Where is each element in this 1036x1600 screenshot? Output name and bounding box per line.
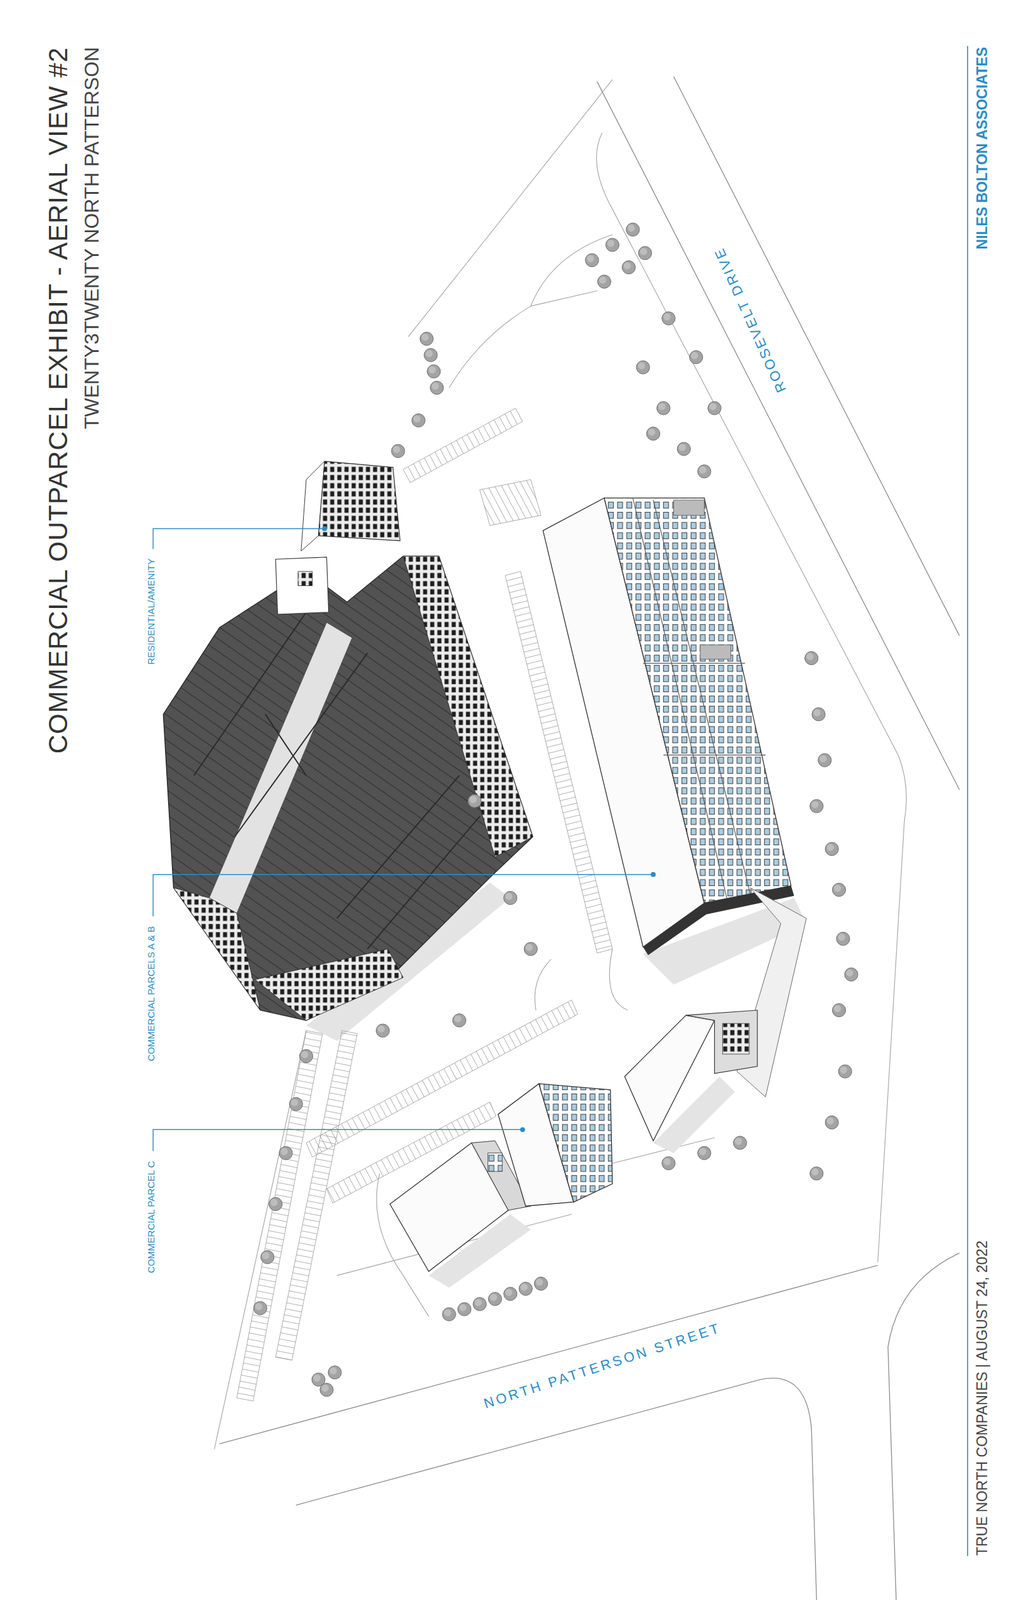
tree	[375, 1024, 390, 1038]
tree	[518, 1281, 533, 1296]
tree	[818, 753, 832, 767]
commercial-building-ab	[542, 498, 807, 1098]
leader-dot	[321, 526, 327, 532]
leader-dot	[650, 872, 656, 878]
tree	[662, 311, 676, 326]
leader-line	[153, 874, 654, 917]
sheet-footer: TRUE NORTH COMPANIES | AUGUST 24, 2022	[973, 1239, 991, 1557]
tree	[452, 1014, 466, 1028]
tree	[832, 1003, 846, 1017]
leader-line	[153, 1129, 523, 1151]
tree	[825, 842, 839, 856]
leader-lines	[153, 526, 656, 1152]
tree	[458, 1302, 472, 1316]
tree	[836, 932, 850, 946]
tree	[844, 968, 858, 982]
tree	[605, 238, 619, 252]
firm-name: NILES BOLTON ASSOCIATES	[973, 45, 991, 251]
callout-label: COMMERCIAL PARCEL C	[145, 1159, 157, 1275]
leader-dot	[520, 1126, 526, 1133]
tree	[279, 1146, 293, 1160]
callout-label: RESIDENTIAL/AMENITY	[145, 557, 157, 666]
tree	[299, 1049, 313, 1063]
sheet-subtitle: TWENTY3TWENTY NORTH PATTERSON	[80, 45, 104, 431]
tree	[677, 442, 691, 456]
tree	[427, 364, 441, 378]
tree	[689, 350, 703, 364]
tree	[811, 707, 826, 721]
tree	[656, 401, 671, 415]
tree	[442, 1307, 456, 1321]
tree	[838, 1064, 852, 1079]
residential-building	[163, 461, 533, 1021]
commercial-building-c	[389, 1010, 758, 1272]
tree	[419, 331, 433, 346]
tree	[697, 1146, 711, 1160]
tree	[626, 222, 640, 236]
street-label: ROOSEVELT DRIVE	[710, 243, 791, 396]
tree	[468, 794, 482, 808]
tree	[810, 1167, 824, 1181]
tree	[503, 891, 518, 905]
tree	[805, 651, 819, 665]
tree	[832, 883, 846, 897]
tree	[523, 942, 538, 956]
trees	[253, 222, 858, 1397]
tree	[289, 1097, 303, 1111]
tree	[253, 1301, 267, 1315]
tree	[707, 401, 721, 415]
tree	[261, 1250, 275, 1264]
tree	[503, 1287, 518, 1301]
tree	[662, 1156, 676, 1170]
tree	[597, 274, 611, 289]
tree	[810, 799, 824, 813]
callout-label: COMMERCIAL PARCELS A & B	[145, 924, 157, 1063]
tree	[697, 464, 711, 479]
tree	[430, 380, 444, 395]
tree	[320, 1383, 334, 1397]
tree	[391, 444, 405, 458]
leader-line	[153, 528, 325, 550]
tree	[733, 1136, 747, 1150]
tree	[328, 1366, 342, 1380]
sheet-title: COMMERCIAL OUTPARCEL EXHIBIT - AERIAL VI…	[43, 45, 74, 755]
tree	[636, 360, 650, 374]
tree	[488, 1292, 502, 1306]
tree	[534, 1276, 548, 1291]
tree	[825, 1115, 839, 1129]
street-label: NORTH PATTERSON STREET	[480, 1319, 725, 1413]
sheet-rule	[966, 45, 969, 1557]
tree	[473, 1297, 487, 1311]
tree	[269, 1197, 283, 1211]
tree	[621, 261, 636, 275]
tree	[424, 348, 438, 362]
tree	[585, 253, 599, 267]
tree	[638, 246, 652, 260]
tree	[411, 413, 425, 427]
tree	[646, 427, 660, 441]
